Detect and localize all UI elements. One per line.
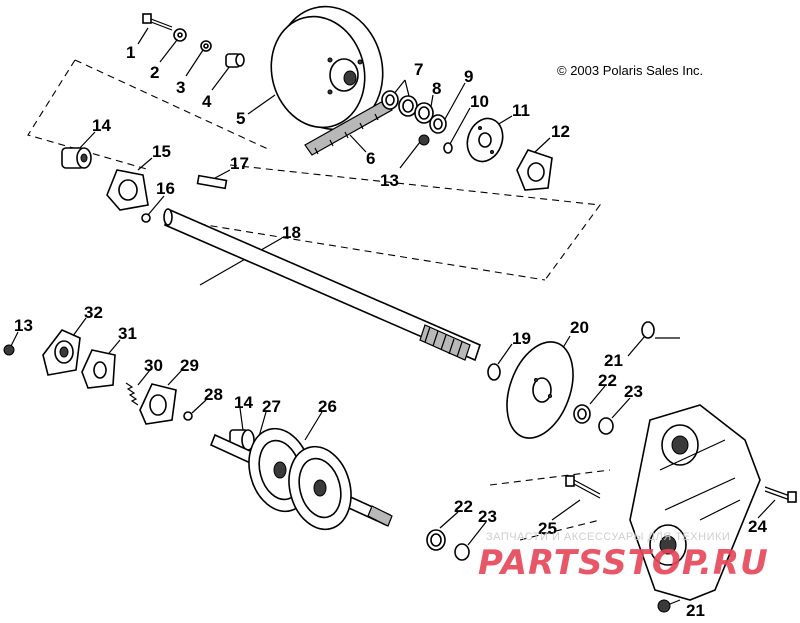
callout-1: 1	[126, 43, 135, 62]
callout-25: 25	[538, 519, 557, 538]
callout-6: 6	[366, 149, 375, 168]
callout-17: 17	[230, 154, 249, 173]
part-brake-disc-20	[506, 341, 574, 439]
callout-12: 12	[551, 122, 570, 141]
callout-29: 29	[180, 356, 199, 375]
callout-18: 18	[282, 223, 301, 242]
part-shaft-18	[163, 208, 481, 362]
watermark-tagline: ЗАПЧАСТИ И АКСЕССУАРЫ ДЛЯ ТЕХНИКИ	[486, 531, 730, 543]
callout-19: 19	[512, 329, 531, 348]
part-washer-23-lower	[454, 543, 470, 561]
part-nut-13-upper	[418, 134, 430, 146]
callout-31: 31	[118, 324, 137, 343]
watermark: ЗАПЧАСТИ И АКСЕССУАРЫ ДЛЯ ТЕХНИКИ PARTSS…	[478, 531, 769, 583]
callout-20: 20	[570, 318, 589, 337]
part-flange-32	[42, 329, 81, 376]
part-plug-21-lower	[657, 599, 671, 613]
part-seals-7-8	[381, 90, 447, 134]
callout-14-upper: 14	[92, 116, 111, 135]
callout-23-upper: 23	[624, 382, 643, 401]
part-plug-21-upper	[641, 321, 655, 339]
part-nut-13-lower	[3, 344, 15, 356]
callout-22-lower: 22	[454, 497, 473, 516]
part-nut-28	[183, 411, 193, 421]
part-bolt-16	[141, 213, 151, 223]
part-pulley-5	[270, 5, 384, 131]
part-seal-22-upper	[573, 404, 591, 424]
callout-14-lower: 14	[234, 393, 253, 412]
callout-28: 28	[204, 385, 223, 404]
part-drive-shaft-26	[209, 427, 393, 531]
part-washer-10	[443, 142, 453, 154]
part-bushing-19	[487, 363, 501, 381]
callout-9: 9	[464, 67, 473, 86]
part-chain-6	[304, 99, 393, 156]
callout-11: 11	[512, 101, 530, 120]
callout-8: 8	[432, 79, 441, 98]
part-washer-2	[173, 28, 187, 42]
part-chaincase	[629, 404, 761, 601]
callout-27: 27	[262, 397, 281, 416]
callout-10: 10	[470, 92, 489, 111]
copyright-text: © 2003 Polaris Sales Inc.	[557, 63, 703, 78]
callout-labels: 1 2 3 4 5 6 7 8 9 10 11 12 13 14 15 16 1…	[14, 43, 767, 620]
callout-30: 30	[144, 356, 163, 375]
leader-lines	[9, 27, 776, 607]
part-seal-22-lower	[426, 529, 446, 551]
dashed-assembly-lines	[27, 59, 611, 541]
part-washer-3	[200, 40, 212, 52]
callout-15: 15	[152, 142, 171, 161]
callout-23-lower: 23	[478, 507, 497, 526]
part-plate-11	[466, 117, 504, 163]
callout-13-upper: 13	[380, 171, 399, 190]
callout-2: 2	[150, 63, 159, 82]
part-bolt-1	[142, 13, 173, 31]
part-flange-29	[139, 383, 177, 425]
callout-22-upper: 22	[598, 371, 617, 390]
part-spring-30	[125, 382, 139, 406]
part-bolt-25	[565, 475, 601, 499]
callout-4: 4	[202, 92, 212, 111]
watermark-logo: PARTSSTOP.RU	[478, 543, 769, 583]
part-bolt-24	[764, 486, 797, 503]
callout-16: 16	[156, 179, 175, 198]
part-washer-23-upper	[598, 417, 614, 435]
part-plate-31	[81, 349, 116, 389]
callout-13-lower: 13	[14, 316, 33, 335]
callout-21-upper: 21	[604, 351, 623, 370]
callout-5: 5	[236, 109, 245, 128]
part-flange-15	[106, 169, 149, 211]
callout-3: 3	[176, 78, 185, 97]
part-bearing-14-upper	[61, 147, 92, 169]
callout-21-lower: 21	[686, 601, 705, 620]
part-key-17	[196, 174, 228, 190]
part-flange-12	[516, 149, 553, 191]
callout-32: 32	[84, 303, 103, 322]
callout-7: 7	[414, 60, 423, 79]
callout-26: 26	[318, 397, 337, 416]
part-bushing-4	[225, 53, 245, 68]
callout-24: 24	[748, 517, 767, 536]
